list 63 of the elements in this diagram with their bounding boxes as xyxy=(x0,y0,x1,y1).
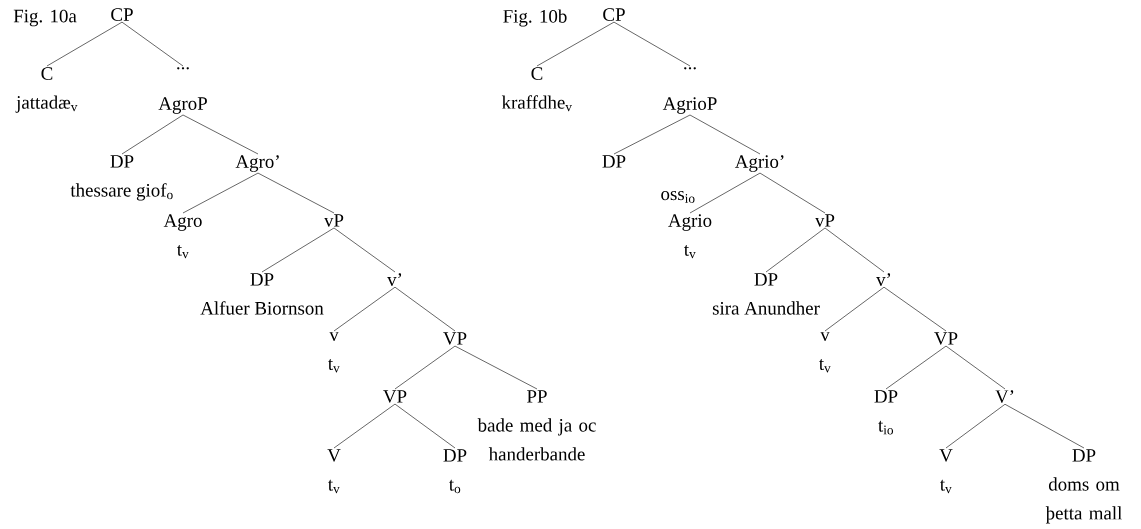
branch-line xyxy=(883,286,947,332)
tree-node-label: Agro’ xyxy=(235,155,279,172)
tree-node-label: Agrio’ xyxy=(734,155,784,172)
tree-node-label: AgrioP xyxy=(662,97,717,114)
tree-node-label: DP xyxy=(602,155,626,168)
tree-node-label: C jattadæ$_{v}$ xyxy=(15,67,78,113)
branch-line xyxy=(394,345,456,390)
branch-line xyxy=(885,345,947,390)
branch-line xyxy=(333,286,396,332)
branch-line xyxy=(121,114,184,155)
branch-line xyxy=(261,227,335,273)
tree-node-label: DP thessare giof$_{o}$ xyxy=(70,155,173,201)
branch-line xyxy=(394,286,456,332)
tree-node-label: DP t$_{o}$ xyxy=(443,449,467,494)
tree-node-label: C kraffdhe$_{v}$ xyxy=(501,67,572,112)
branch-line xyxy=(257,172,335,214)
tree-node-label: Agrio t$_{v}$ xyxy=(668,214,712,259)
branch-line xyxy=(689,114,761,155)
branch-line xyxy=(689,172,761,214)
tree-node-label: ... xyxy=(684,67,696,70)
tree-node-label: DP doms om þetta mall xyxy=(1045,449,1122,524)
branch-line xyxy=(536,21,615,67)
tree-node-label: v t$_{v}$ xyxy=(819,332,831,373)
tree-node-label: V t$_{v}$ xyxy=(939,449,953,494)
tree-node-label: AgroP xyxy=(158,97,207,114)
branch-line xyxy=(945,403,1006,449)
tree-node-label: CP xyxy=(111,8,133,21)
tree-node-label: VP xyxy=(443,332,467,345)
tree-node-label: DP t$_{io}$ xyxy=(874,390,898,435)
tree-node-label: Agro t$_{v}$ xyxy=(163,214,202,259)
branch-line xyxy=(613,114,691,155)
tree-node-label: v t$_{v}$ xyxy=(328,332,340,373)
branch-line xyxy=(333,227,396,273)
branch-line xyxy=(182,114,259,155)
tree-node-label: VP xyxy=(383,390,407,403)
branch-line xyxy=(182,172,259,214)
branch-line xyxy=(945,345,1006,390)
tree-node-label: CP xyxy=(603,8,625,21)
branch-line xyxy=(824,227,885,273)
tree-node-label: VP xyxy=(934,332,958,345)
tree-node-label: DP Alfuer Biornson xyxy=(200,273,324,315)
branch-line xyxy=(759,172,826,214)
tree-node-label: v’ xyxy=(876,273,891,286)
tree-node-label: ... xyxy=(177,67,189,70)
branch-line xyxy=(765,227,826,273)
branch-line xyxy=(46,21,123,67)
tree-node-label: DP sira Anundher xyxy=(712,273,820,315)
figure-label: Fig. 10b xyxy=(503,9,567,27)
branch-line xyxy=(1004,403,1085,449)
branch-line xyxy=(333,403,396,449)
branch-line xyxy=(454,345,538,390)
tree-node-label: V’ xyxy=(995,390,1014,404)
word-label: oss$_{io}$ xyxy=(661,191,695,203)
branch-line xyxy=(121,21,184,67)
tree-node-label: v’ xyxy=(387,273,402,286)
branch-line xyxy=(824,286,885,332)
tree-node-label: V t$_{v}$ xyxy=(327,449,341,494)
figure-label: Fig. 10a xyxy=(13,9,77,27)
branch-line xyxy=(394,403,456,449)
tree-node-label: PP bade med ja oc handerbande xyxy=(477,390,596,461)
tree-node-label: vP xyxy=(815,214,835,227)
tree-node-label: vP xyxy=(324,214,344,227)
branch-line xyxy=(613,21,691,67)
